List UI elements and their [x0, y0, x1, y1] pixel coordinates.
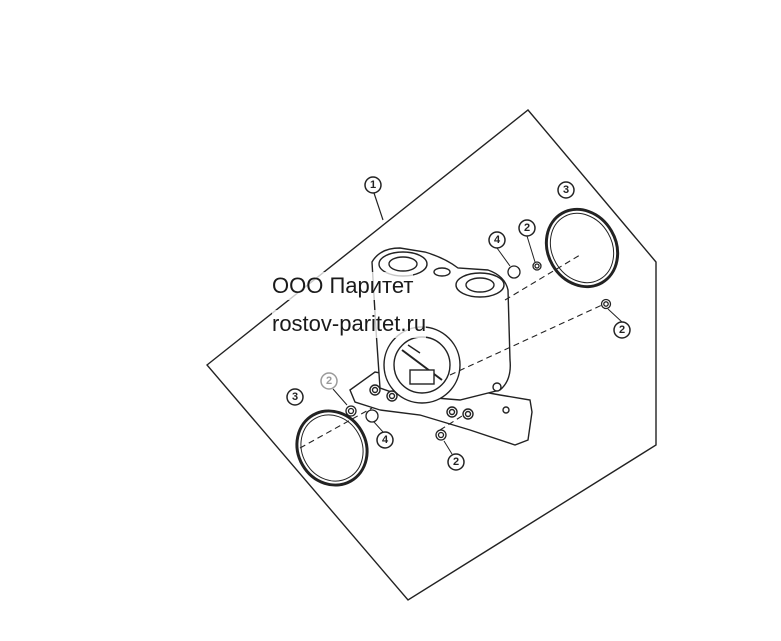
o-ring-small: [345, 261, 612, 441]
svg-text:2: 2: [453, 456, 459, 468]
watermark-site: rostov-paritet.ru: [272, 310, 427, 338]
svg-text:4: 4: [494, 234, 501, 246]
svg-text:3: 3: [292, 391, 298, 403]
callout-2: 2: [447, 453, 465, 471]
svg-text:4: 4: [382, 434, 389, 446]
axis-lines: [299, 254, 603, 449]
callout-3: 3: [557, 181, 575, 199]
callout-2: 2: [613, 321, 631, 339]
assembly-frame: [205, 109, 657, 601]
callout-4: 4: [488, 231, 506, 249]
svg-text:2: 2: [326, 375, 332, 387]
callout-1: 1: [364, 176, 382, 194]
callout-4: 4: [376, 431, 394, 449]
svg-text:3: 3: [563, 184, 569, 196]
callout-leaders: [332, 235, 623, 455]
callout-2: 2: [320, 372, 338, 390]
svg-text:2: 2: [619, 324, 625, 336]
plug: [365, 265, 521, 423]
leader-line-1: [373, 192, 384, 221]
o-ring-large: [295, 207, 620, 487]
watermark-company: ООО Паритет: [272, 272, 414, 300]
svg-text:2: 2: [524, 222, 530, 234]
svg-text:1: 1: [370, 179, 376, 191]
callout-3: 3: [286, 388, 304, 406]
callout-2: 2: [518, 219, 536, 237]
